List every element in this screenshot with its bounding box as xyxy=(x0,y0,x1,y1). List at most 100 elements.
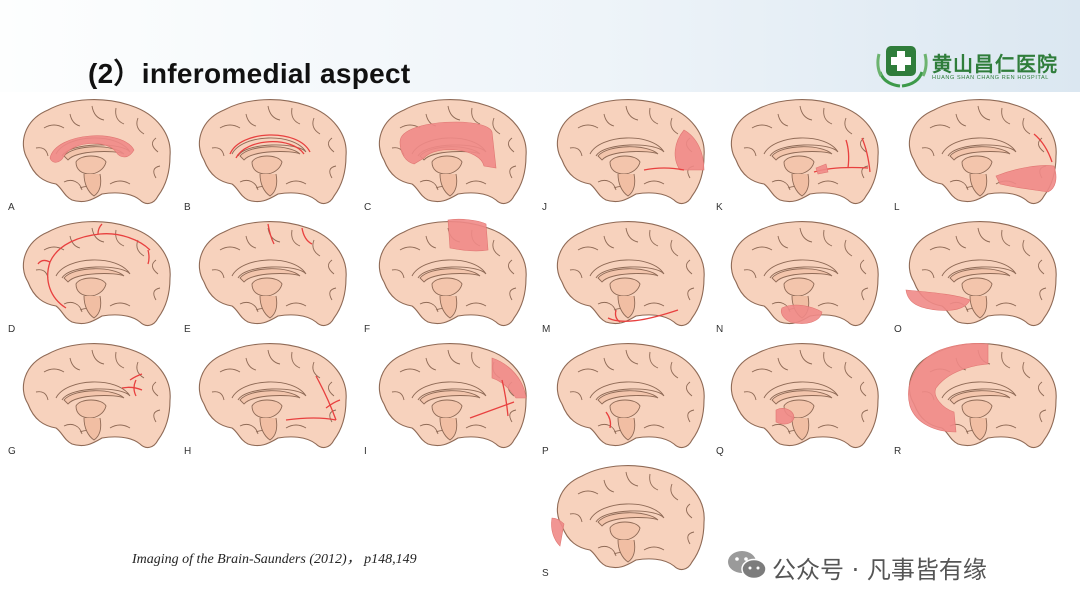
sulcus xyxy=(152,137,159,153)
sulcus xyxy=(799,227,813,243)
sulcus xyxy=(267,349,281,365)
deep-structure xyxy=(589,503,665,523)
deep-structure xyxy=(431,155,463,175)
deep-structure xyxy=(75,155,107,175)
deep-structure xyxy=(411,381,487,401)
sulcus xyxy=(328,381,335,397)
page-title: (2）inferomedial aspect xyxy=(88,58,411,89)
deep-structure xyxy=(83,417,102,441)
deep-structure xyxy=(231,259,307,279)
sulcus xyxy=(625,349,639,365)
hospital-cross-icon xyxy=(876,46,928,88)
brain-diagram-s xyxy=(551,465,705,571)
deep-structure xyxy=(411,259,487,279)
panel-label: P xyxy=(542,446,549,457)
brain-diagram-g xyxy=(22,343,171,449)
sulcus xyxy=(1039,287,1047,301)
deep-structure xyxy=(589,137,665,157)
sulcus xyxy=(509,409,517,423)
panel-label: A xyxy=(8,202,15,213)
brain-panel-s: S xyxy=(540,458,708,584)
sulcus xyxy=(152,381,159,397)
artery-line xyxy=(147,249,150,265)
deep-structure xyxy=(55,381,131,401)
deep-structure xyxy=(419,179,439,191)
sulcus xyxy=(929,246,951,251)
deep-structure xyxy=(949,146,1011,161)
sulcus xyxy=(69,113,81,127)
sulcus xyxy=(329,165,337,179)
brain-panel-g: G xyxy=(6,336,174,462)
deep-structure xyxy=(771,423,791,435)
sulcus xyxy=(860,259,867,275)
deep-structure xyxy=(419,301,439,313)
sulcus xyxy=(1038,381,1045,397)
sulcus xyxy=(291,229,301,247)
sulcus xyxy=(509,165,517,179)
header-banner: (2）inferomedial aspect 黄山昌仁医院 HUANG SHAN… xyxy=(0,0,1080,92)
sulcus xyxy=(799,105,813,121)
sulcus xyxy=(152,259,159,275)
deep-structure xyxy=(83,295,102,319)
deep-structure xyxy=(961,277,993,297)
sulcus xyxy=(799,349,813,365)
sulcus xyxy=(1001,107,1011,125)
sulcus xyxy=(577,490,599,495)
brain-diagram-f xyxy=(378,218,527,327)
deep-structure xyxy=(783,155,815,175)
highlight-region xyxy=(399,121,497,169)
artery-line xyxy=(1033,133,1053,163)
panel-label: F xyxy=(364,324,371,335)
sulcus xyxy=(929,124,951,129)
sulcus xyxy=(115,351,125,369)
artery-line xyxy=(121,386,143,391)
sulcus xyxy=(1001,229,1011,247)
sulcus xyxy=(109,302,131,307)
sulcus xyxy=(492,117,501,135)
sulcus xyxy=(649,351,659,369)
deep-structure xyxy=(771,179,791,191)
brain-panel-q: Q xyxy=(714,336,882,462)
deep-structure xyxy=(63,390,125,405)
sulcus xyxy=(219,368,241,373)
sulcus xyxy=(471,107,481,125)
sulcus xyxy=(312,239,321,257)
deep-structure xyxy=(609,399,641,419)
deep-structure xyxy=(969,295,988,319)
deep-structure xyxy=(63,268,125,283)
sulcus xyxy=(823,107,833,125)
sulcus xyxy=(569,391,583,401)
deep-structure xyxy=(63,301,83,313)
deep-structure xyxy=(55,259,131,279)
sulcus xyxy=(861,165,869,179)
sulcus xyxy=(91,105,105,121)
deep-structure xyxy=(419,268,481,283)
sulcus xyxy=(285,302,307,307)
sulcus xyxy=(109,180,131,185)
artery-line xyxy=(501,379,509,417)
panel-label: N xyxy=(716,324,724,335)
highlight-region xyxy=(447,218,489,252)
deep-structure xyxy=(83,173,102,197)
sulcus xyxy=(955,113,967,127)
artery-line xyxy=(47,233,151,309)
sulcus xyxy=(465,180,487,185)
deep-structure xyxy=(969,173,988,197)
sulcus xyxy=(921,269,935,279)
deep-structure xyxy=(961,399,993,419)
sulcus xyxy=(569,269,583,279)
sulcus xyxy=(328,137,335,153)
deep-structure xyxy=(597,423,617,435)
brain-diagram-c xyxy=(378,99,527,205)
sulcus xyxy=(329,409,337,423)
sulcus xyxy=(603,235,615,249)
highlight-region xyxy=(995,165,1057,193)
sulcus xyxy=(751,246,773,251)
brain-diagram-q xyxy=(730,343,879,449)
panel-label: C xyxy=(364,202,372,213)
brain-panel-m: M xyxy=(540,214,708,340)
highlight-region xyxy=(780,304,823,324)
sulcus xyxy=(603,357,615,371)
deep-structure xyxy=(791,173,810,197)
brain-diagram-h xyxy=(198,343,347,449)
